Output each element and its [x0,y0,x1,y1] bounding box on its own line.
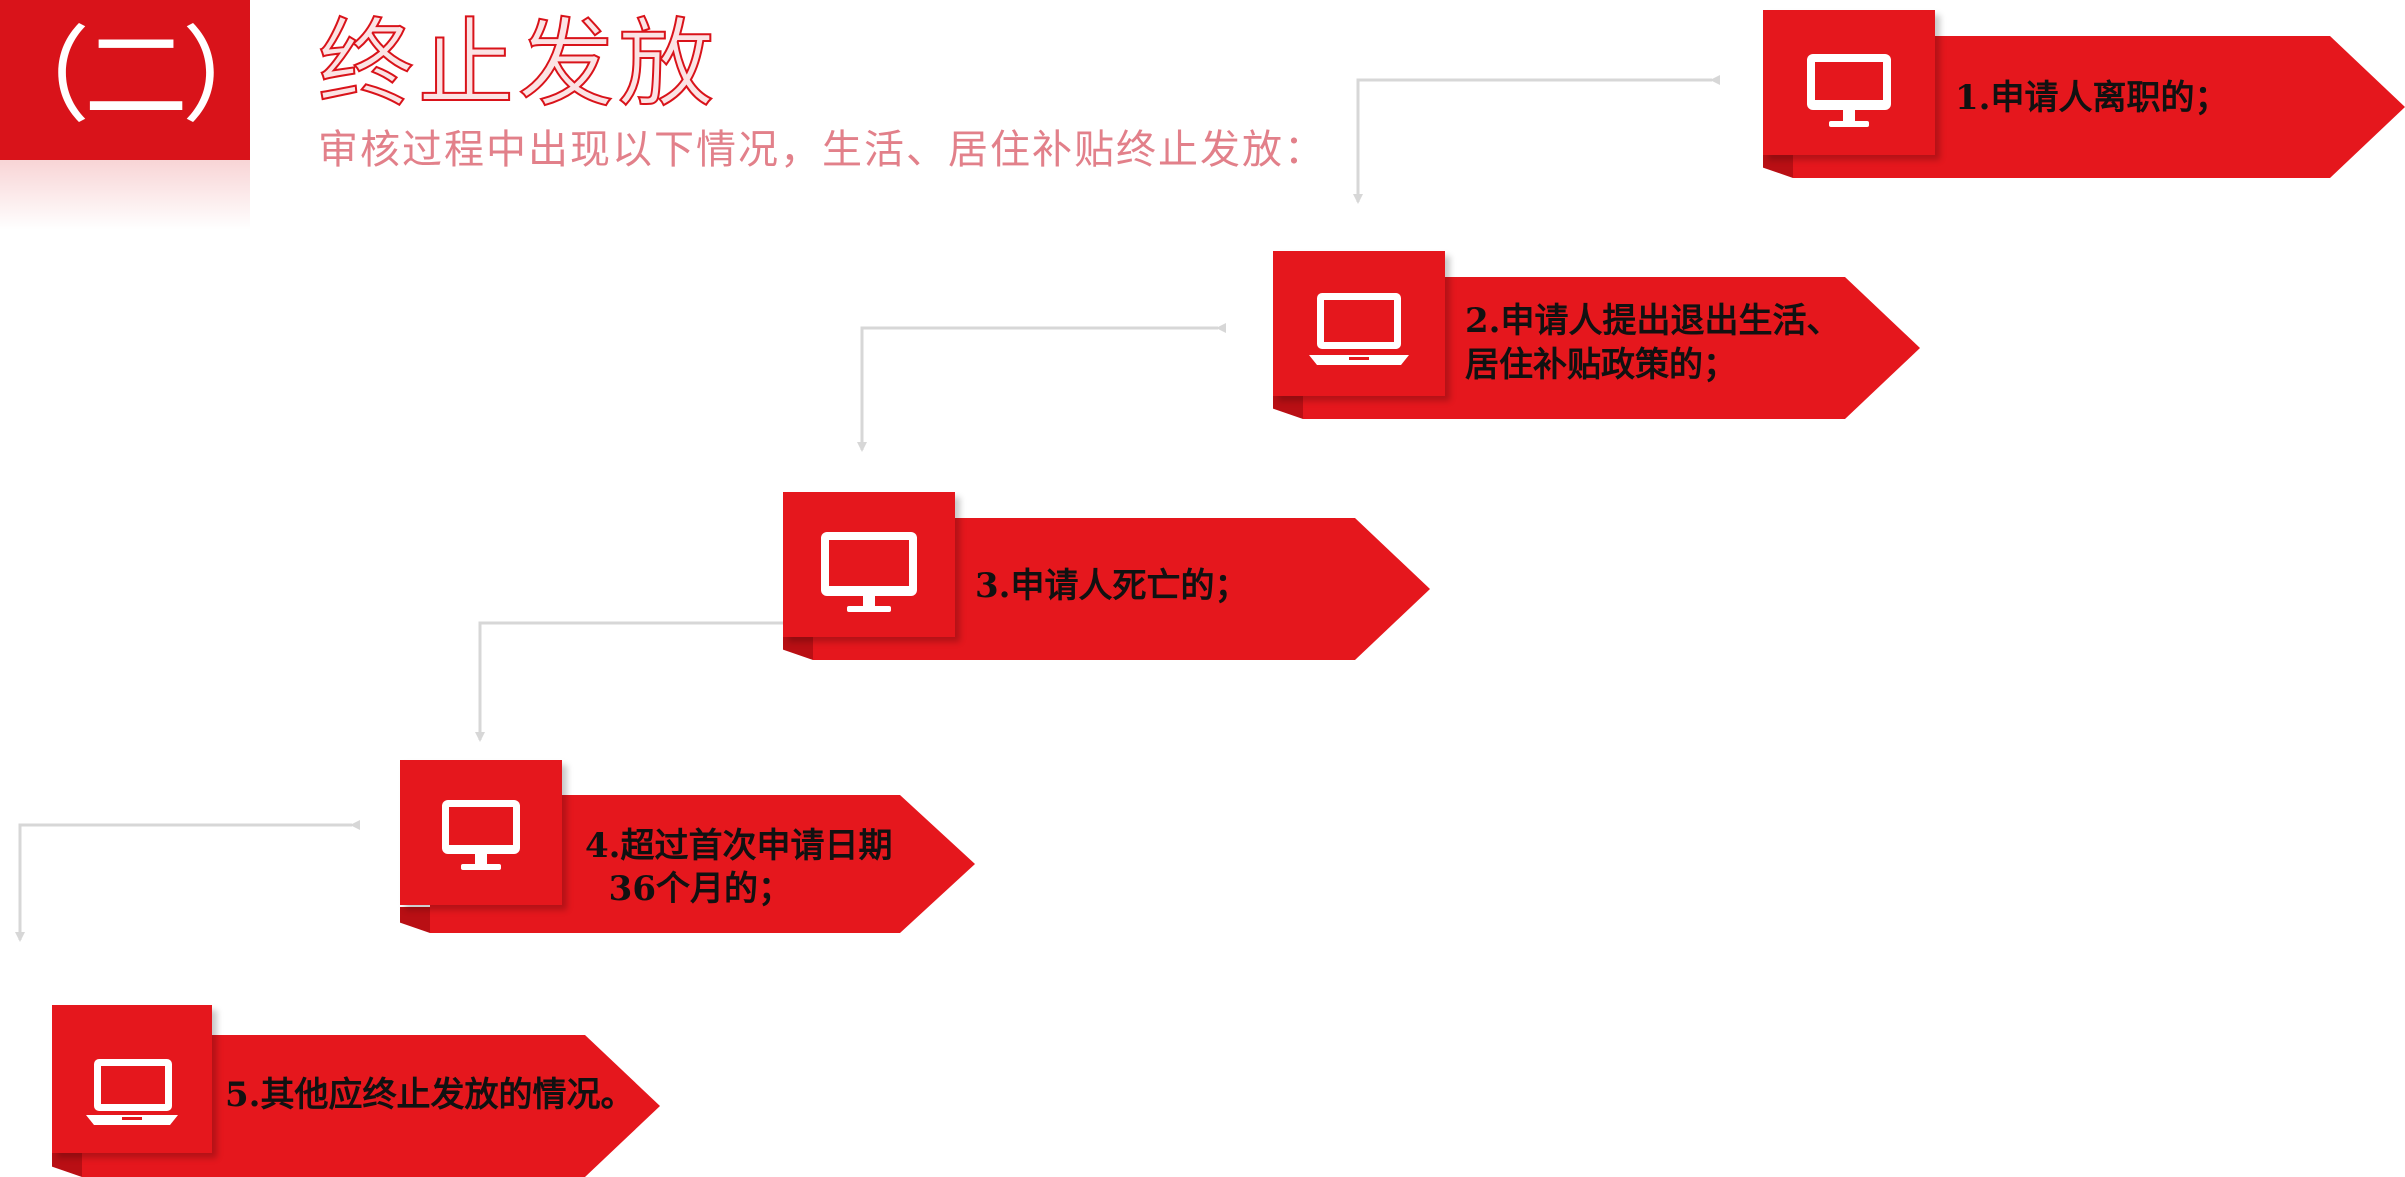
section-badge: （二） [0,0,286,160]
page-title: 终止发放 [317,7,718,121]
step-5: 5.其他应终止发放的情况。 [52,1005,660,1177]
step-4: 4.超过首次申请日期 36个月的； [400,760,975,933]
page-subtitle: 审核过程中出现以下情况，生活、居住补贴终止发放： [318,127,1326,173]
step-icon-box [1273,251,1445,396]
badge-reflection [0,160,250,230]
step-3: 3.申请人死亡的； [783,492,1430,660]
step-1: 1.申请人离职的； [1763,10,2405,178]
monitor-icon [1807,54,1891,127]
step-label-line-2: 36个月的； [585,869,792,909]
step-icon-box [52,1005,212,1153]
step-icon-box [1763,10,1935,155]
step-label-line-1: 2.申请人提出退出生活、 [1465,301,1841,341]
step-label: 3.申请人死亡的； [975,566,1249,606]
step-icon-box [400,760,562,905]
step-icon-box [783,492,955,637]
step-label-line-2: 居住补贴政策的； [1465,345,1737,385]
step-label-line-1: 4.超过首次申请日期 [585,826,893,866]
connector-4 [15,820,360,942]
step-2: 2.申请人提出退出生活、 居住补贴政策的； [1273,251,1920,419]
section-number: （二） [0,15,286,137]
laptop-icon [1309,293,1409,365]
step-label: 5.其他应终止发放的情况。 [225,1075,635,1115]
connector-3 [475,618,816,742]
monitor-icon [442,800,520,870]
monitor-icon [821,532,917,612]
connector-1 [1353,75,1720,204]
step-label: 1.申请人离职的； [1955,78,2229,118]
connector-2 [857,323,1226,452]
laptop-icon [86,1059,178,1125]
